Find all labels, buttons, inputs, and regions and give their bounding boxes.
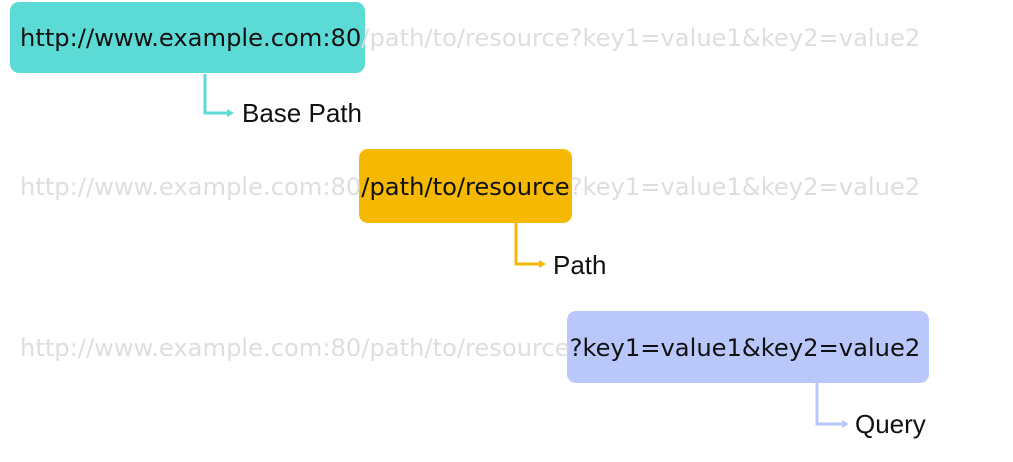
url-path-segment: /path/to/resource	[359, 149, 572, 223]
query-connector	[812, 383, 852, 429]
url-path-segment-faded: /path/to/resource	[361, 24, 570, 52]
url-row-path: http://www.example.com:80/path/to/resour…	[20, 149, 921, 223]
url-base-segment-faded: http://www.example.com:80	[20, 173, 362, 201]
url-query-segment-faded: ?key1=value1&key2=value2	[569, 173, 921, 201]
query-label: Query	[855, 409, 926, 439]
url-query-segment: ?key1=value1&key2=value2	[566, 311, 929, 383]
base-path-connector	[200, 74, 240, 118]
url-base-segment: http://www.example.com:80	[9, 2, 366, 73]
base-path-label: Base Path	[242, 98, 362, 128]
url-row-base: http://www.example.com:80/path/to/resour…	[9, 2, 921, 73]
path-label: Path	[553, 250, 607, 280]
path-connector	[511, 223, 551, 269]
url-path-segment-faded: /path/to/resource	[361, 334, 570, 362]
url-base-segment-faded: http://www.example.com:80	[20, 334, 362, 362]
url-row-query: http://www.example.com:80/path/to/resour…	[20, 311, 929, 383]
url-query-segment-faded: ?key1=value1&key2=value2	[569, 24, 921, 52]
